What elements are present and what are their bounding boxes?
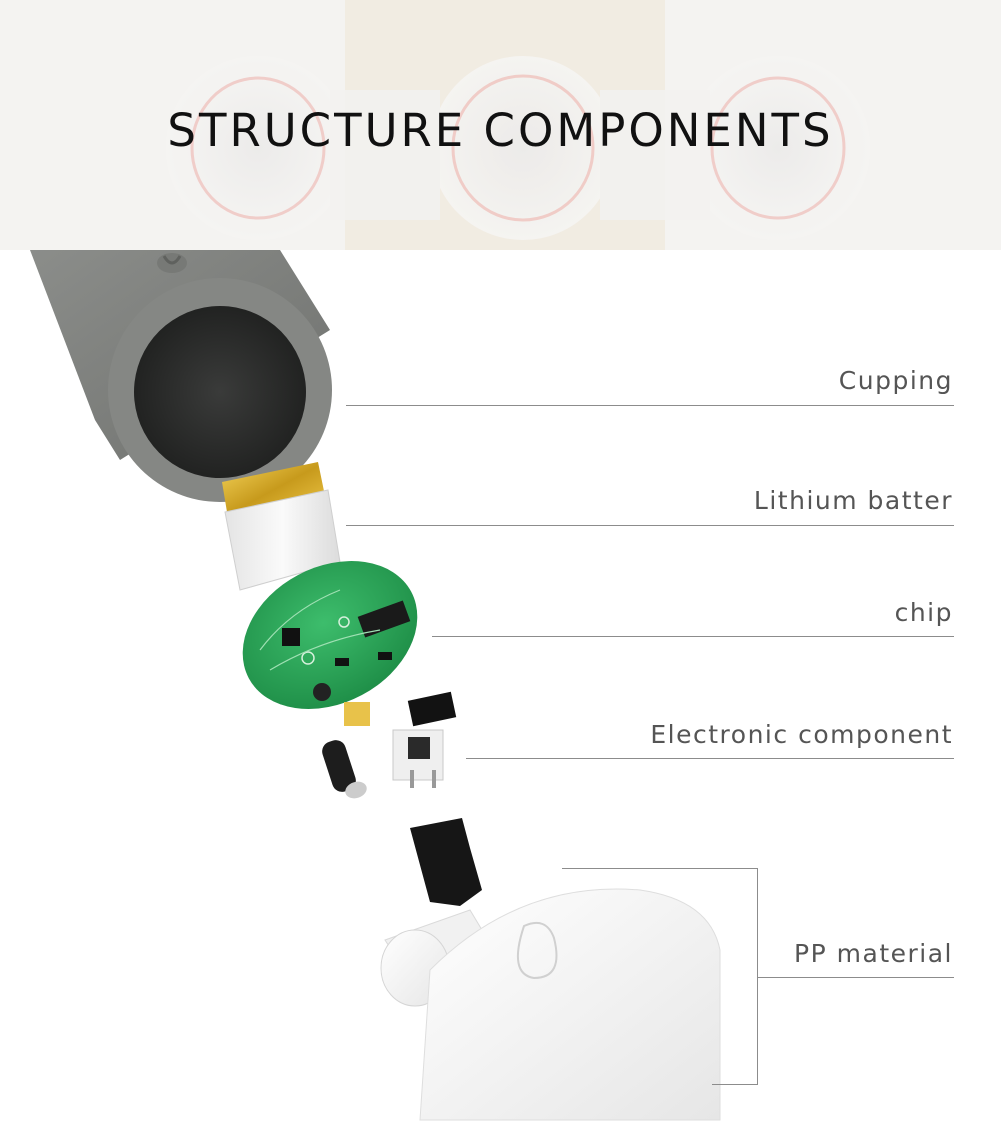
label-chip: chip [895,598,953,627]
label-lithium-battery: Lithium batter [754,486,953,515]
header-banner: STRUCTURE COMPONENTS [0,0,1001,250]
leader-line-cupping [346,405,954,406]
electronic-component-part [320,692,457,801]
exploded-view: Cupping Lithium batter chip Electronic c… [0,250,1001,1136]
leader-line-pp-top [562,868,758,869]
leader-line-electronic-component [466,758,954,759]
leader-line-pp-bottom [712,1084,758,1085]
label-pp-material: PP material [794,939,953,968]
label-cupping: Cupping [839,366,953,395]
label-electronic-component: Electronic component [650,720,953,749]
leader-line-chip [432,636,954,637]
leader-line-pp-vertical [757,868,758,1084]
leader-line-pp-label [758,977,954,978]
leader-line-lithium-battery [346,525,954,526]
page-title: STRUCTURE COMPONENTS [0,104,1001,157]
pp-material-part [381,818,720,1120]
